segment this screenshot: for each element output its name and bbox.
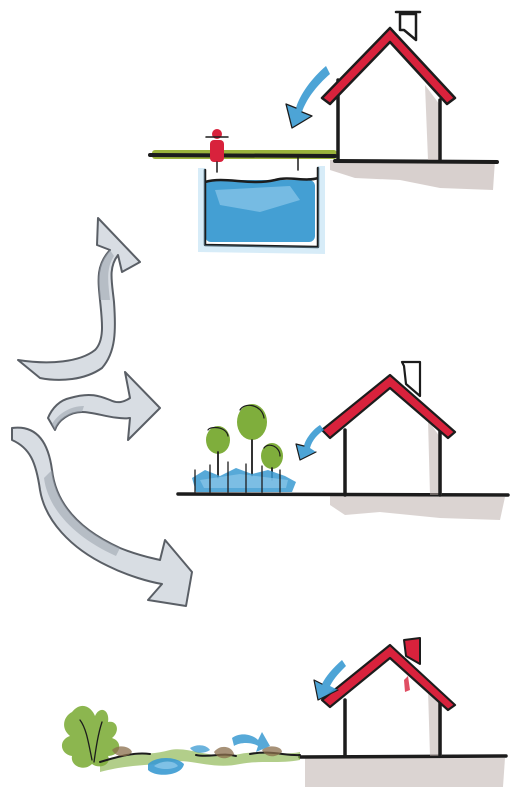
house-walls [345,700,440,756]
planter-water [192,462,296,492]
chimney [396,12,420,40]
house [322,12,455,160]
arrow-up [18,218,140,380]
ground-line [300,756,506,757]
house-walls [338,80,440,160]
arrow-right [48,372,160,440]
trees [206,404,283,480]
house [322,362,455,495]
tree-canopy [206,426,230,454]
house-walls [345,428,440,495]
house-shadow-wall [425,85,440,160]
panel-rain-tank [150,12,497,254]
ground-line [178,494,508,495]
branching-arrows [12,218,192,606]
roof [322,375,455,438]
house [322,638,455,756]
ground-shadow [305,758,505,787]
roof [322,28,455,104]
ground-shadow [330,496,505,520]
panel-ditch-runoff [62,638,506,787]
ground-shadow [330,160,495,190]
panel-garden-runoff [178,362,508,520]
arrow-down [12,428,192,606]
tree-canopy [237,404,267,440]
